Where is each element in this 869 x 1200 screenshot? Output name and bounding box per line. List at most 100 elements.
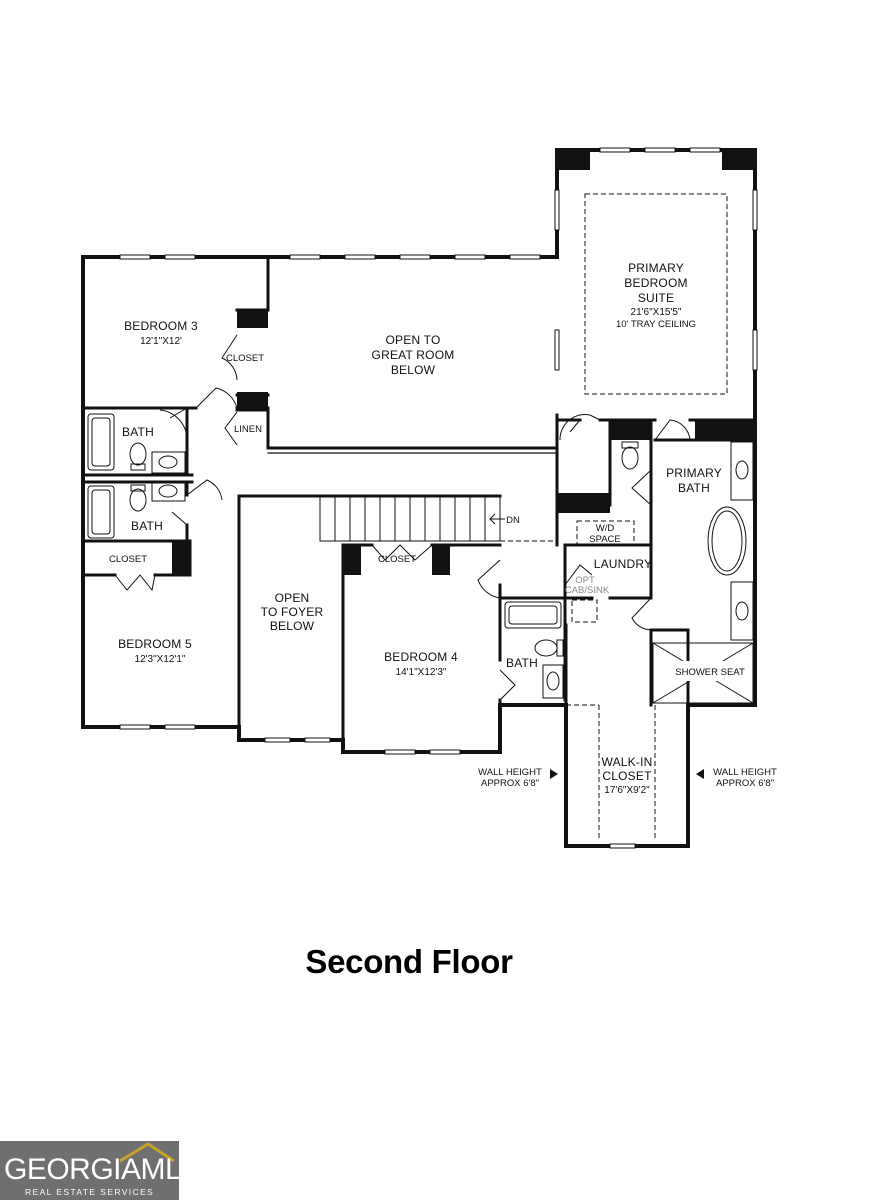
stairs	[319, 495, 505, 542]
window	[609, 843, 636, 849]
bathtub	[504, 601, 562, 629]
window	[509, 254, 541, 260]
pilaster	[343, 545, 361, 575]
window	[264, 737, 291, 743]
door-swing	[221, 334, 238, 381]
wall-height-right-line2: APPROX 6'8"	[716, 778, 774, 789]
pilaster	[237, 310, 268, 328]
bedroom5-name: BEDROOM 5	[118, 637, 192, 651]
window	[752, 189, 758, 231]
walkin-line2: CLOSET	[602, 769, 652, 783]
bedroom5-size: 12'3"X12'1"	[135, 654, 186, 665]
primary-suite-line2: BEDROOM	[624, 276, 687, 290]
closet-b5-label: CLOSET	[109, 554, 147, 565]
windows	[119, 147, 758, 849]
walkin-line1: WALK-IN	[602, 755, 653, 769]
roof-icon	[119, 1142, 175, 1163]
window	[752, 329, 758, 371]
bedroom3-name: BEDROOM 3	[124, 319, 198, 333]
foyer-line1: OPEN	[275, 591, 310, 605]
pilaster	[557, 150, 590, 170]
sink-bowl	[158, 484, 178, 498]
solid-blocks	[172, 150, 755, 575]
vanity-bowl	[735, 601, 749, 621]
exterior-wall	[81, 148, 757, 848]
doors	[114, 334, 691, 701]
window	[399, 254, 431, 260]
primary-suite-line3: SUITE	[638, 291, 674, 305]
sink	[151, 451, 186, 474]
arrow-right-icon	[550, 769, 558, 779]
hall-opening	[500, 453, 558, 542]
soaking-tub	[707, 506, 747, 576]
shower	[652, 642, 754, 704]
sink	[151, 480, 186, 502]
toilet-bowl	[534, 639, 558, 657]
shower-seat-label: SHOWER SEAT	[675, 667, 745, 678]
door-swing	[559, 414, 601, 441]
stair-dn-label: DN	[506, 515, 520, 526]
bathtub-inner	[508, 605, 558, 625]
primary-bath-line1: PRIMARY	[666, 466, 722, 480]
window	[164, 724, 196, 730]
door-swing	[171, 511, 188, 526]
foyer-line2: TO FOYER	[261, 605, 324, 619]
bathtub-inner	[91, 489, 111, 535]
toilet-bowl	[621, 446, 639, 470]
window	[644, 147, 676, 153]
wall-height-left-line1: WALL HEIGHT	[478, 767, 542, 778]
sink-bowl	[158, 455, 178, 469]
window	[344, 254, 376, 260]
door-swing	[477, 559, 501, 599]
primary-bath-line2: BATH	[678, 481, 710, 495]
window	[429, 749, 461, 755]
walkin-rods	[566, 704, 656, 838]
window	[384, 749, 416, 755]
great-room-line2: GREAT ROOM	[372, 348, 455, 362]
pilaster	[557, 493, 610, 513]
bathtub	[87, 485, 115, 539]
walls	[81, 148, 757, 848]
toilet-bowl	[129, 488, 147, 512]
wall-bedroom4	[341, 543, 502, 754]
wd-space-outline	[576, 520, 635, 546]
logo-subtitle: REAL ESTATE SERVICES	[25, 1187, 155, 1197]
vanity	[730, 581, 754, 641]
great-room-line1: OPEN TO	[386, 333, 441, 347]
wall-height-right-line1: WALL HEIGHT	[713, 767, 777, 778]
door-swing	[371, 544, 433, 561]
door-swing	[114, 574, 156, 592]
vanity-bowl	[735, 460, 749, 480]
window	[289, 254, 321, 260]
window	[119, 254, 151, 260]
great-room-line3: BELOW	[391, 363, 436, 377]
pilaster	[695, 420, 755, 440]
logo-name: GEORGIAMLS	[4, 1153, 179, 1186]
closet-b3-label: CLOSET	[226, 353, 264, 364]
arrow-left-icon	[696, 769, 704, 779]
fixtures	[87, 413, 754, 704]
laundry-label: LAUNDRY	[594, 557, 653, 571]
door-swing	[499, 669, 516, 701]
window	[689, 147, 721, 153]
bedroom4-name: BEDROOM 4	[384, 650, 458, 664]
toilet-tank	[621, 441, 639, 449]
door-swing	[186, 479, 223, 501]
floor-plan: BEDROOM 3 12'1"X12' CLOSET LINEN OPEN TO…	[81, 147, 777, 849]
bedroom4-size: 14'1"X12'3"	[396, 667, 447, 678]
toilet-bowl	[129, 442, 147, 466]
bathtub	[87, 413, 115, 471]
labels: BEDROOM 3 12'1"X12' CLOSET LINEN OPEN TO…	[109, 261, 777, 796]
opt-cab-line2: CAB/SINK	[565, 585, 610, 596]
primary-suite-note: 10' TRAY CEILING	[616, 319, 696, 330]
primary-suite-line1: PRIMARY	[628, 261, 684, 275]
linen-label: LINEN	[234, 424, 262, 435]
bath-upper-label: BATH	[122, 425, 154, 439]
door-swing	[564, 564, 593, 586]
window	[454, 254, 486, 260]
window	[164, 254, 196, 260]
wd-line2: SPACE	[589, 534, 621, 545]
wall-height-left-line2: APPROX 6'8"	[481, 778, 539, 789]
window	[554, 189, 560, 231]
bath-lower-label: BATH	[131, 519, 163, 533]
